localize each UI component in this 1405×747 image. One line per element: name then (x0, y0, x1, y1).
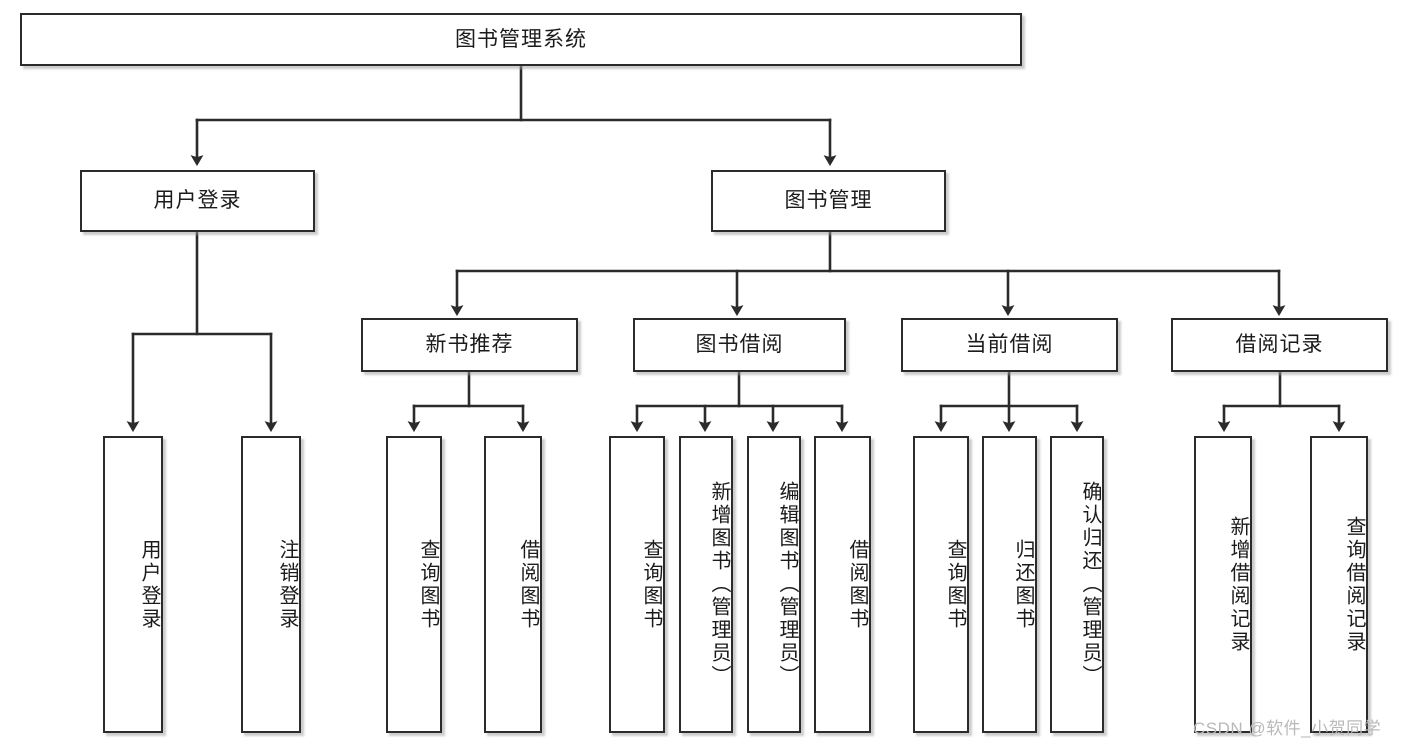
node-book-borrow[interactable]: 图书借阅 (633, 318, 846, 372)
node-leaf-query-book-1[interactable]: 查询图书 (386, 436, 442, 733)
node-user-login[interactable]: 用户登录 (80, 170, 315, 232)
node-leaf-borrow-book-2[interactable]: 借阅图书 (814, 436, 871, 733)
node-leaf-confirm-return[interactable]: 确认归还（管理员） (1050, 436, 1104, 733)
node-leaf-user-login[interactable]: 用户登录 (103, 436, 163, 733)
node-leaf-add-record[interactable]: 新增借阅记录 (1194, 436, 1252, 733)
node-leaf-logout-login[interactable]: 注销登录 (241, 436, 301, 733)
node-leaf-query-book-2[interactable]: 查询图书 (609, 436, 665, 733)
node-leaf-edit-book[interactable]: 编辑图书（管理员） (747, 436, 801, 733)
node-root[interactable]: 图书管理系统 (20, 13, 1022, 66)
watermark-label: CSDN @软件_小贺同学 (1193, 719, 1382, 738)
node-leaf-query-book-3[interactable]: 查询图书 (913, 436, 969, 733)
node-leaf-return-book[interactable]: 归还图书 (982, 436, 1037, 733)
node-leaf-query-record[interactable]: 查询借阅记录 (1310, 436, 1368, 733)
node-new-book-recommend[interactable]: 新书推荐 (361, 318, 578, 372)
node-borrow-record[interactable]: 借阅记录 (1171, 318, 1388, 372)
node-leaf-add-book[interactable]: 新增图书（管理员） (679, 436, 733, 733)
node-book-management[interactable]: 图书管理 (711, 170, 946, 232)
node-current-borrow[interactable]: 当前借阅 (901, 318, 1118, 372)
node-leaf-borrow-book-1[interactable]: 借阅图书 (484, 436, 542, 733)
